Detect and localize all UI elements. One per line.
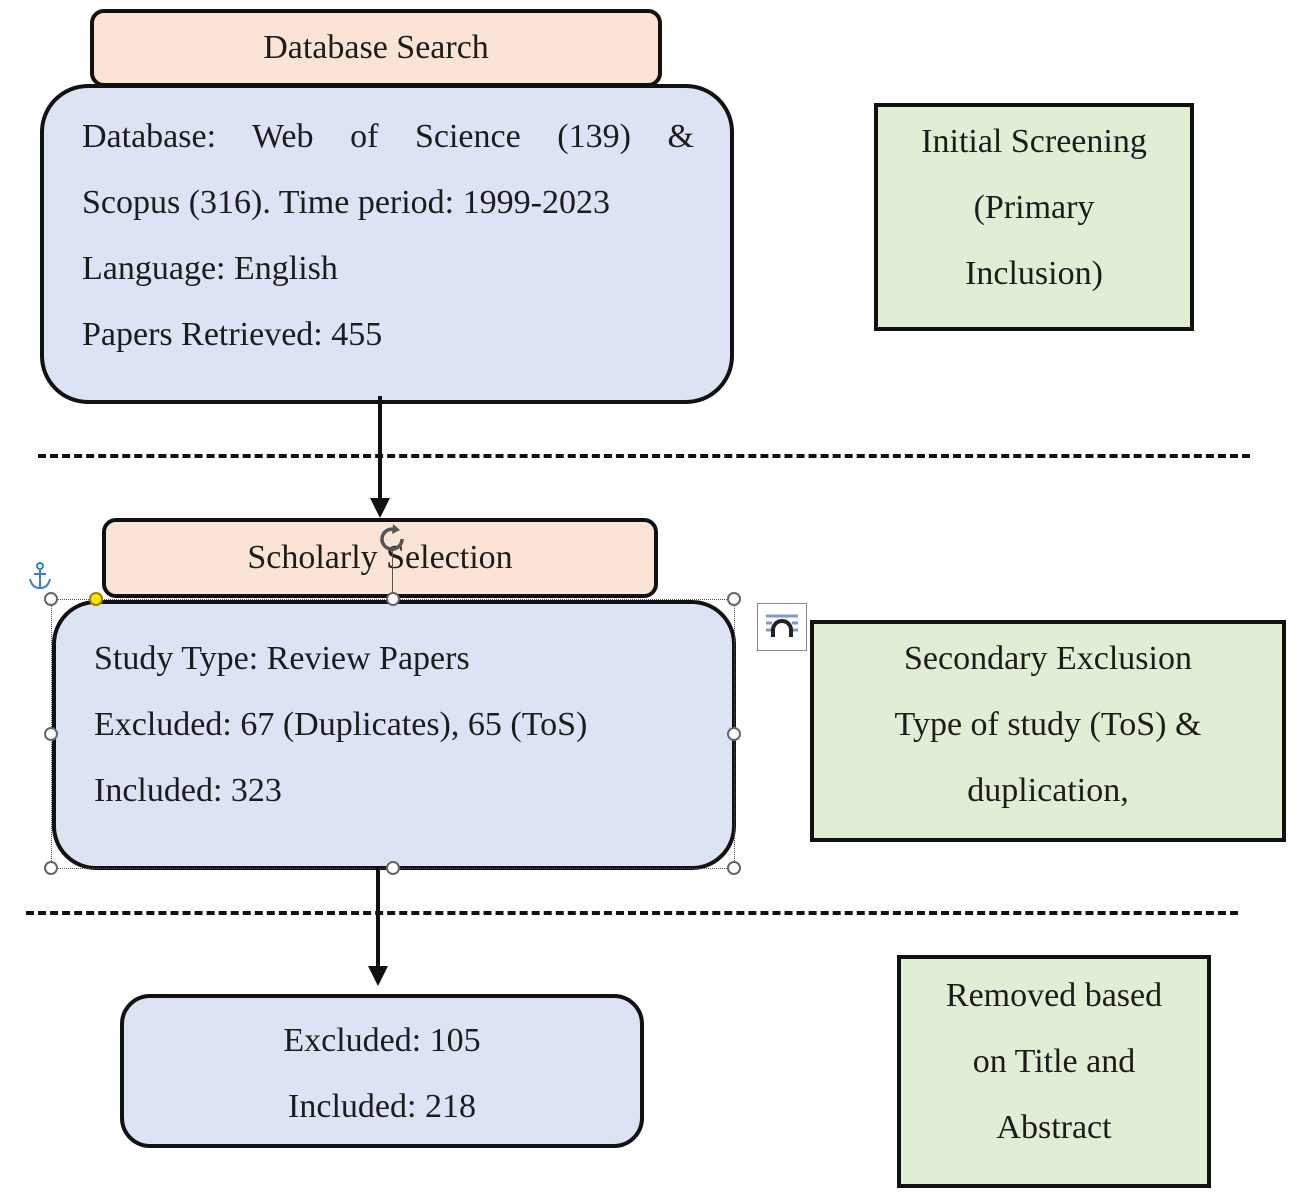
note-line: on Title and bbox=[972, 1043, 1136, 1080]
papers-retrieved-line: Papers Retrieved: 455 bbox=[82, 316, 383, 353]
stage-divider bbox=[26, 911, 1238, 915]
note-line: Type of study (ToS) & bbox=[894, 706, 1202, 743]
note-line: (Primary bbox=[973, 189, 1095, 226]
resize-handle[interactable] bbox=[727, 861, 741, 875]
anchor-icon bbox=[29, 562, 51, 590]
resize-handle[interactable] bbox=[727, 592, 741, 606]
title-abstract-note: Removed based on Title and Abstract bbox=[897, 955, 1211, 1188]
arrow-head bbox=[368, 966, 388, 986]
note-line: Inclusion) bbox=[965, 255, 1103, 292]
study-type-line: Study Type: Review Papers bbox=[94, 640, 470, 677]
resize-handle[interactable] bbox=[727, 727, 741, 741]
scholarly-selection-label: Scholarly Selection bbox=[247, 539, 513, 576]
resize-handle[interactable] bbox=[386, 861, 400, 875]
note-line: Removed based bbox=[945, 977, 1163, 1014]
secondary-exclusion-note: Secondary Exclusion Type of study (ToS) … bbox=[810, 620, 1286, 842]
stage-divider bbox=[38, 454, 1250, 458]
rotation-stem bbox=[392, 546, 393, 600]
note-line: Abstract bbox=[996, 1109, 1112, 1146]
scholarly-selection-tab: Scholarly Selection bbox=[102, 518, 658, 598]
database-line: Database: Web of Science (139) & bbox=[82, 118, 694, 155]
resize-handle[interactable] bbox=[44, 861, 58, 875]
arrow-shaft bbox=[376, 868, 380, 968]
excluded-duplicates-line: Excluded: 67 (Duplicates), 65 (ToS) bbox=[94, 706, 588, 743]
database-search-tab: Database Search bbox=[90, 9, 662, 87]
note-line: Initial Screening bbox=[921, 123, 1147, 160]
arrow-head bbox=[370, 498, 390, 518]
selection-frame bbox=[51, 599, 735, 869]
language-line: Language: English bbox=[82, 250, 338, 287]
note-line: Secondary Exclusion bbox=[904, 640, 1192, 677]
database-search-box: Database: Web of Science (139) & Scopus … bbox=[40, 84, 734, 404]
scopus-line: Scopus (316). Time period: 1999-2023 bbox=[82, 184, 610, 221]
database-search-label: Database Search bbox=[263, 29, 489, 66]
title-abstract-screening-box: Excluded: 105 Included: 218 bbox=[120, 994, 644, 1148]
shape-adjust-handle[interactable] bbox=[89, 592, 103, 606]
included-218-line: Included: 218 bbox=[288, 1088, 476, 1125]
initial-screening-note: Initial Screening (Primary Inclusion) bbox=[874, 103, 1194, 331]
resize-handle[interactable] bbox=[44, 727, 58, 741]
resize-handle[interactable] bbox=[386, 592, 400, 606]
included-323-line: Included: 323 bbox=[94, 772, 282, 809]
layout-options-icon[interactable] bbox=[757, 603, 807, 651]
note-line: duplication, bbox=[967, 772, 1129, 809]
rotate-icon[interactable] bbox=[374, 521, 410, 557]
arrow-shaft bbox=[378, 396, 382, 500]
resize-handle[interactable] bbox=[44, 592, 58, 606]
excluded-105-line: Excluded: 105 bbox=[283, 1022, 481, 1059]
